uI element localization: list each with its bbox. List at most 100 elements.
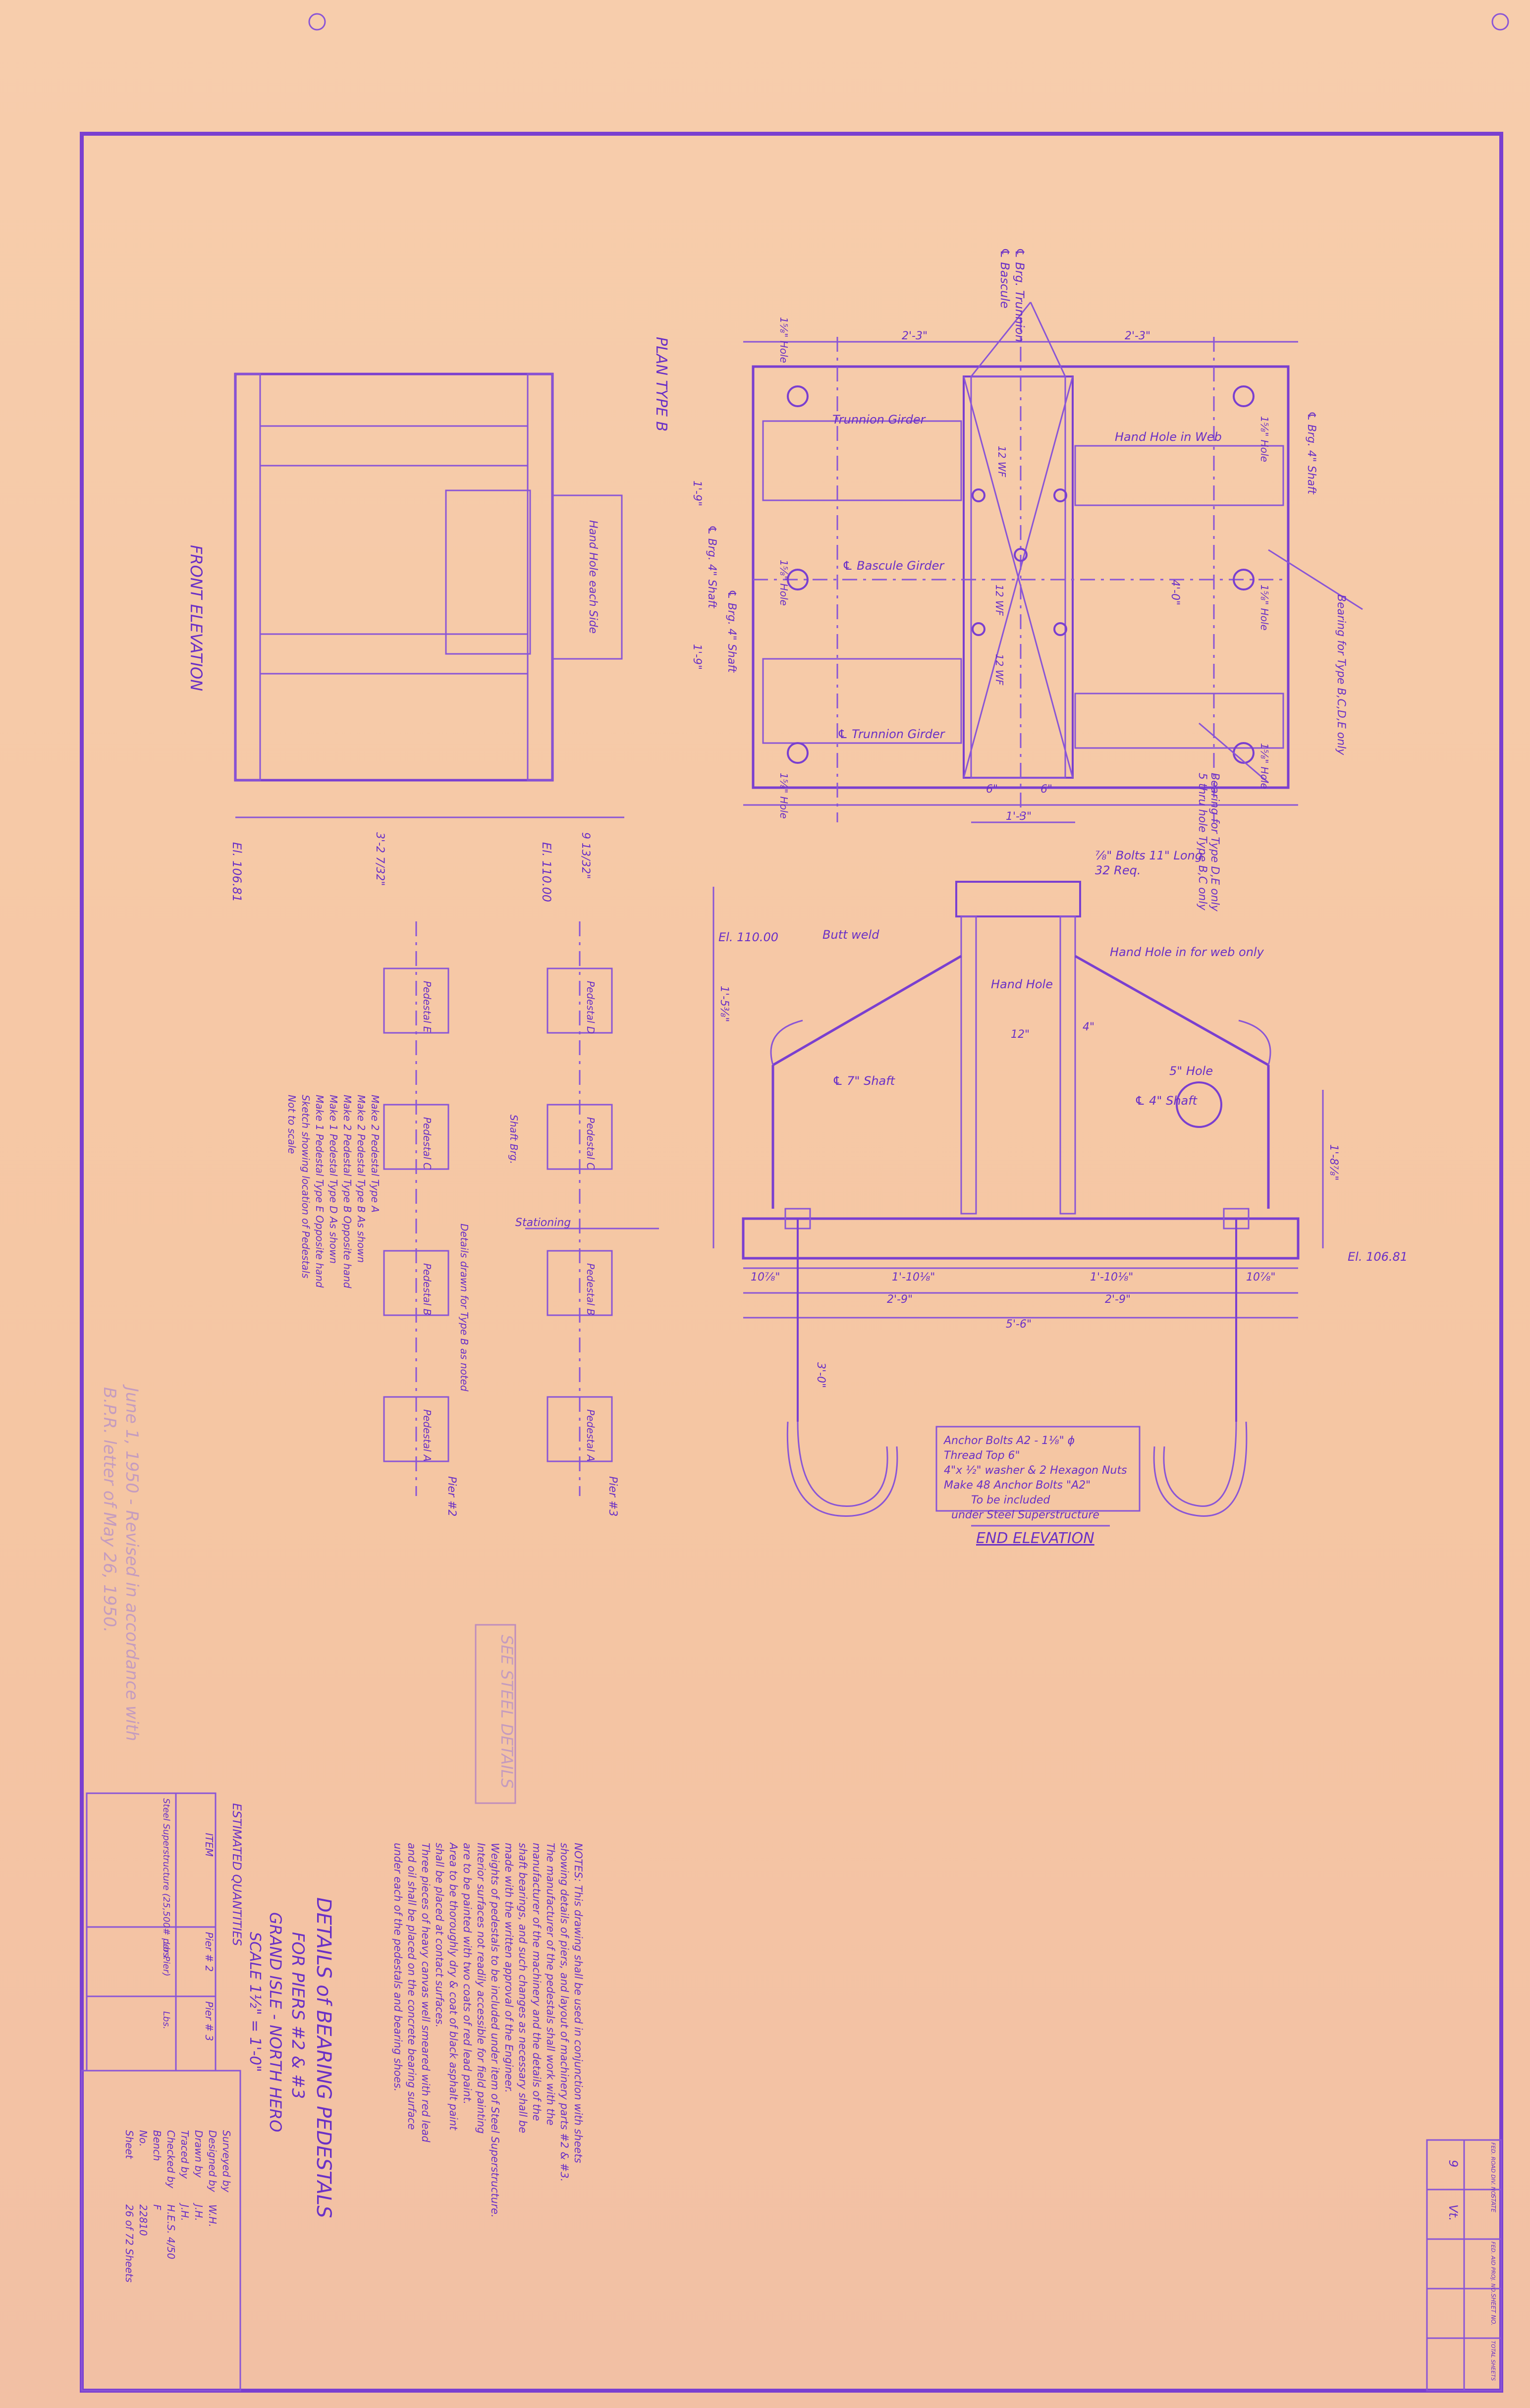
end-label: ℄ 4" Shaft [1135, 1094, 1198, 1108]
plan-label: ℄ Brg. 4" Shaft [706, 525, 718, 609]
end-label: Hand Hole in for web only [1110, 945, 1264, 959]
dimension: 4" [1083, 1021, 1094, 1033]
pedestal-sketch [383, 921, 659, 1496]
plan-note: Bearing for Type B,C,D,E only [1335, 594, 1347, 755]
stamp-box [475, 1624, 516, 1804]
pedestal-label: Pedestal A [421, 1409, 433, 1461]
end-label: ℄ 7" Shaft [832, 1074, 896, 1088]
notes-block: NOTES: This drawing shall be used in con… [392, 1842, 584, 2218]
hole-label: 1⅝" Hole [1258, 416, 1270, 462]
hole-label: 1⅝" Hole [1258, 743, 1270, 789]
signature-name: W.H. [207, 2204, 219, 2227]
end-title: END ELEVATION [976, 1530, 1094, 1547]
quantities-header: Pier # 2 [203, 1932, 215, 1972]
anchor-note-line: Thread Top 6" [944, 1449, 1020, 1462]
dimension: 1'-3" [1006, 810, 1032, 823]
hole-label: 1⅝" Hole [1258, 585, 1270, 631]
corner-header: FED. ROAD DIV. NO. [1490, 2142, 1496, 2196]
corner-value: Vt. [1446, 2204, 1460, 2221]
note-line: Interior surfaces not readily accessible… [475, 1843, 487, 2134]
pedestal-label: Pedestal B [585, 1263, 597, 1316]
drawing-scale: SCALE 1½" = 1'-0" [246, 1932, 264, 2072]
corner-header: SHEET NO. [1490, 2294, 1497, 2326]
elevation-label: El. 110.00 [718, 930, 778, 944]
plan-label: 12 WF [993, 654, 1005, 686]
sole-plate [742, 1217, 1300, 1260]
signature-name: 26 of 72 Sheets [123, 2204, 135, 2283]
corner-value: 9 [1446, 2160, 1460, 2167]
quantities-header: Pier # 3 [203, 2001, 215, 2041]
end-elevation-view [712, 881, 1324, 1527]
pedestal-label: Pedestal C [421, 1117, 433, 1170]
dimension: 6" [1040, 783, 1052, 796]
trunnion-girder-top [762, 420, 962, 501]
dimension: 3'-2 7/32" [374, 832, 386, 886]
dimension: 1'-9" [691, 644, 703, 670]
plan-view [743, 302, 1363, 823]
dimension: 2'-9" [887, 1293, 913, 1306]
pedestal-label: Pedestal C [585, 1117, 597, 1170]
signature-role: Designed by [207, 2130, 219, 2193]
note-line: shall be placed at contact surfaces. [434, 1843, 445, 2028]
revision-note: B.P.R. letter of May 26, 1950. [100, 1387, 119, 1633]
quantities-cell: Lbs. [161, 1942, 171, 1960]
corner-header: FED. AID PROJ. NO. [1490, 2242, 1496, 2294]
signature-role: Drawn by [193, 2130, 205, 2178]
signature-role: Traced by [179, 2130, 191, 2179]
stamp-text: SEE STEEL DETAILS [497, 1635, 516, 1788]
end-label: Butt weld [822, 928, 879, 942]
signature-role: Surveyed by [220, 2130, 232, 2193]
pedestal-note: Make 2 Pedestal Type A [369, 1095, 381, 1213]
plan-label: ℄ Trunnion Girder [837, 727, 946, 741]
revision-note: June 1, 1950 - Revised in accordance wit… [122, 1384, 142, 1741]
signature-role: Bench [151, 2130, 163, 2161]
dimension: 2'-3" [902, 330, 928, 342]
dimension: 6" [986, 783, 998, 796]
dimension: 4'-0" [1169, 580, 1181, 605]
pedestal-note: Make 1 Pedestal Type D As shown [328, 1095, 339, 1264]
sheet-border [80, 132, 1503, 2393]
pedestal-note: Make 1 Pedestal Type E Opposite hand [314, 1095, 326, 1288]
anchor-note-line: under Steel Superstructure [951, 1509, 1099, 1521]
anchor-note-box [935, 1426, 1141, 1512]
signature-role: Sheet [123, 2130, 135, 2159]
quantities-heading: ESTIMATED QUANTITIES [230, 1803, 244, 1946]
dimension: 2'-9" [1105, 1293, 1131, 1306]
end-label: 32 Req. [1095, 863, 1141, 877]
note-line: The manufacturer of the pedestals shall … [545, 1843, 556, 2126]
elevation-label: El. 106.81 [1348, 1250, 1408, 1264]
end-label: 5" Hole [1169, 1064, 1213, 1078]
elevation-label: El. 106.81 [230, 842, 244, 902]
note-line: Weights of pedestals to be included unde… [489, 1843, 501, 2218]
pedestal-label: Pedestal E [421, 981, 433, 1033]
elevation-label: El. 110.00 [540, 842, 553, 902]
dimension: 9 13/32" [579, 832, 592, 879]
pedestal-label: Shaft Brg. [508, 1115, 520, 1164]
punch-hole-mark [308, 13, 326, 31]
plan-label: ℄ Brg. Trunnion [1013, 248, 1027, 342]
signature-block: Surveyed by Designed by Drawn by Traced … [81, 2070, 241, 2392]
plan-label: ℄ Bascule [998, 248, 1012, 309]
plan-title: PLAN TYPE B [653, 337, 670, 431]
pedestal-label: Pedestal B [421, 1263, 433, 1316]
note-line: showing details of piers, and layout of … [558, 1843, 570, 2182]
corner-box: FED. ROAD DIV. NO. STATE FED. AID PROJ. … [1426, 2139, 1502, 2392]
quantities-header: ITEM [203, 1833, 215, 1857]
base-plate [752, 365, 1290, 789]
plan-label: ℄ Brg. 4" Shaft [1305, 411, 1317, 495]
pedestal-label: Pedestal A [585, 1409, 597, 1461]
anchor-note-line: 4"x ½" washer & 2 Hexagon Nuts [944, 1464, 1127, 1477]
plan-note: 5 thru hole Type B,C only [1196, 773, 1208, 911]
signature-role: No. [137, 2130, 149, 2147]
hole-label: 1⅝" Hole [778, 560, 790, 606]
pedestal-note: Not to scale [286, 1095, 298, 1154]
dimension: 2'-3" [1125, 330, 1150, 342]
drawing-subtitle: FOR PIERS #2 & #3 [288, 1932, 308, 2099]
quantities-table: ESTIMATED QUANTITIES ITEM Pier # 2 Pier … [86, 1792, 244, 2072]
note-line: under each of the pedestals and bearing … [392, 1843, 404, 2091]
front-title: FRONT ELEVATION [187, 545, 206, 691]
quantities-cell: Lbs. [161, 2011, 171, 2030]
plan-label: Hand Hole in Web [1115, 430, 1222, 444]
plan-note: Bearing for Type D,E only [1208, 773, 1221, 912]
pedestal-label: Pedestal D [585, 981, 597, 1034]
